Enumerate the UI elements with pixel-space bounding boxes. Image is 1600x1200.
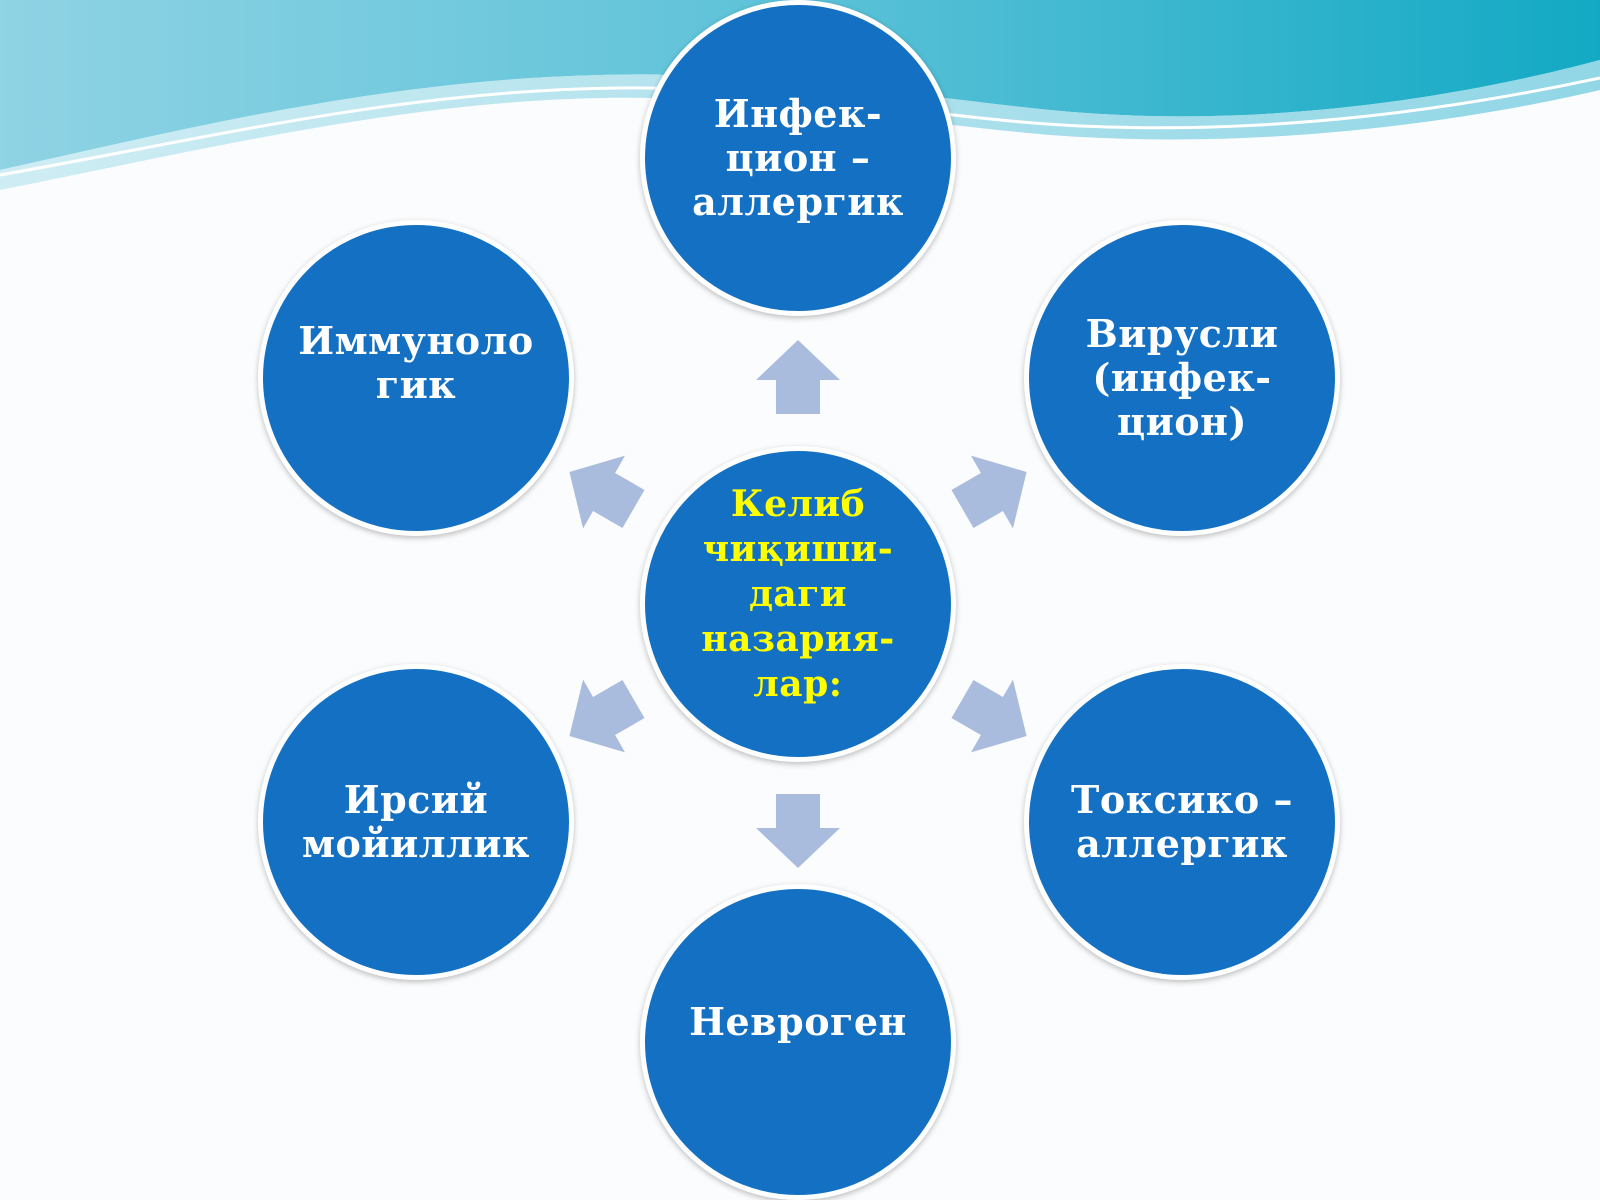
center-label: Келиб чиқиши- даги назария- лар:: [701, 482, 895, 705]
node-hereditary: Ирсий мойиллик: [258, 664, 574, 980]
arrow-up: [756, 340, 840, 414]
arrow-up-left: [569, 455, 645, 529]
node-infection-allergic: Инфек- цион – аллергик: [640, 0, 956, 316]
arrow-down: [756, 794, 840, 868]
center-node: Келиб чиқиши- даги назария- лар:: [640, 446, 956, 762]
node-label: Токсико – аллергик: [1071, 777, 1293, 866]
node-label: Ирсий мойиллик: [302, 777, 530, 866]
node-label: Невроген: [689, 999, 907, 1044]
node-label: Иммуноло гик: [298, 318, 534, 407]
node-toxic-allergic: Токсико – аллергик: [1024, 664, 1340, 980]
node-label: Инфек- цион – аллергик: [692, 91, 904, 224]
node-viral: Вирусли (инфек- цион): [1024, 220, 1340, 536]
arrow-down-right: [951, 679, 1027, 753]
node-immunologic: Иммуноло гик: [258, 220, 574, 536]
node-neurogenic: Невроген: [640, 884, 956, 1200]
arrow-down-left: [569, 679, 645, 753]
node-label: Вирусли (инфек- цион): [1085, 311, 1279, 444]
arrow-up-right: [951, 455, 1027, 529]
